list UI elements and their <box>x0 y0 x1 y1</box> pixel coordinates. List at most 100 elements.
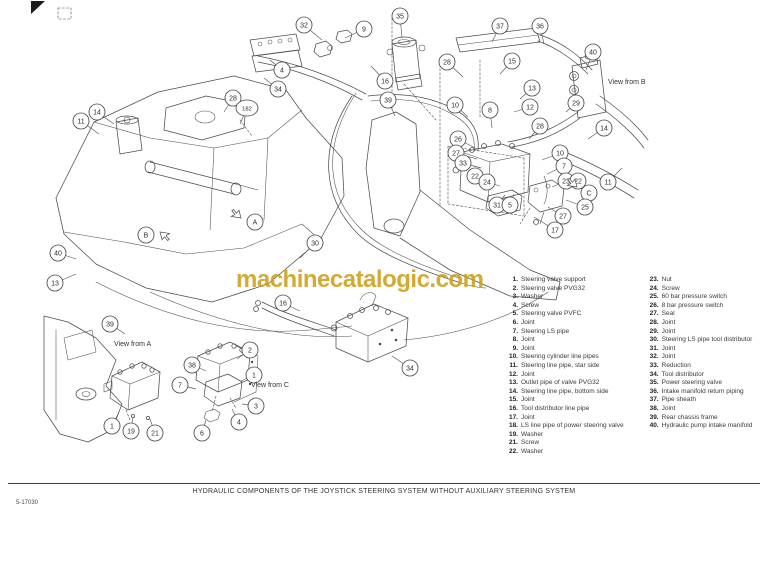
callout-label: 24 <box>483 179 491 186</box>
callout-label: 22 <box>574 178 582 185</box>
callout-leader-line <box>499 60 513 75</box>
callout-label: B <box>144 232 149 239</box>
part-description: Joint <box>661 327 676 335</box>
parts-list-item: 6.Joint <box>503 319 624 328</box>
part-description: Rear chassis frame <box>661 413 718 421</box>
pointer-arrow-icon <box>566 178 578 188</box>
callout-label: 182 <box>242 106 252 112</box>
callout-balloon-B <box>137 226 155 244</box>
part-number: 15. <box>508 396 518 404</box>
parts-list-item: 39.Rear chassis frame <box>642 414 753 423</box>
parts-list-item: 22.Washer <box>503 448 624 457</box>
callout-balloon-11 <box>599 173 617 191</box>
part-description: Joint <box>521 396 535 404</box>
callout-balloon-7 <box>171 376 189 394</box>
callout-balloon-40 <box>49 244 67 262</box>
callout-label: 14 <box>600 125 608 132</box>
parts-list-item: 9.Joint <box>503 345 624 354</box>
callout-leader-line <box>513 106 531 113</box>
callout-leader-line <box>509 193 515 206</box>
parts-list-item: 12.Joint <box>503 371 624 380</box>
part-description: Screw <box>521 439 540 447</box>
callout-leader-line <box>223 97 234 113</box>
callout-leader-line <box>111 411 120 427</box>
callout-label: 15 <box>508 58 516 65</box>
callout-label: 14 <box>93 109 101 116</box>
callout-balloon-22 <box>569 172 587 190</box>
callout-label: 4 <box>237 419 241 426</box>
part-description: LS line pipe of power steering valve <box>521 422 624 430</box>
callout-balloon-5 <box>501 196 519 214</box>
callout-balloon-19 <box>122 422 140 440</box>
callout-label: 8 <box>488 107 492 114</box>
callout-leader-line <box>387 99 396 117</box>
callout-leader-line <box>299 242 316 259</box>
callout-balloon-10 <box>551 144 569 162</box>
part-number: 21. <box>508 439 518 447</box>
callout-balloon-17 <box>546 221 564 239</box>
part-description: Tool distributor line pipe <box>521 404 590 412</box>
callout-leader-line <box>231 408 240 423</box>
machine-frame-art <box>55 75 561 341</box>
callout-balloon-3 <box>247 397 265 415</box>
view-c-assembly-art <box>195 341 259 423</box>
callout-balloon-14 <box>595 119 613 137</box>
parts-list-item: 32.Joint <box>642 353 753 362</box>
part-number: 26. <box>649 301 659 309</box>
callout-balloon-C <box>580 184 598 202</box>
callout-label: 21 <box>151 430 159 437</box>
part-description: Joint <box>661 318 676 326</box>
part-description: Steering cylinder line pipes <box>521 353 599 361</box>
callout-balloon-34 <box>269 80 287 98</box>
part-description: Seal <box>661 310 675 318</box>
callout-label: 35 <box>396 13 404 20</box>
callout-leader-line <box>399 15 403 39</box>
construction-lines-art <box>239 17 531 225</box>
parts-list-item: 13.Outlet pipe of valve PVG32 <box>503 379 624 388</box>
parts-list-item: 34.Tool distributor <box>642 371 753 380</box>
callout-balloon-1 <box>103 417 121 435</box>
parts-list-item: 26.8 bar pressure switch <box>642 302 753 311</box>
parts-list-item: 14.Steering line pipe, bottom side <box>503 388 624 397</box>
part-description: Nut <box>661 276 672 283</box>
callout-label: 7 <box>178 382 182 389</box>
callout-label: 13 <box>51 280 59 287</box>
callout-balloon-38 <box>183 356 201 374</box>
parts-list-item: 16.Tool distributor line pipe <box>503 405 624 414</box>
callout-leader-line <box>533 216 556 231</box>
callout-balloon-21 <box>146 424 164 442</box>
callout-label: 1 <box>110 423 114 430</box>
part-description: Steering valve PVFC <box>521 310 582 318</box>
part-description: Steering line pipe, bottom side <box>521 387 609 395</box>
callout-balloon-1 <box>245 366 263 384</box>
part-number: 23. <box>649 276 659 283</box>
part-number: 14. <box>508 387 518 395</box>
callout-label: A <box>253 219 258 226</box>
parts-list-item: 27.Seal <box>642 310 753 319</box>
callout-balloon-7 <box>555 157 573 175</box>
part-description: Hydraulic pump intake manifold <box>661 422 753 430</box>
callout-balloon-14 <box>88 103 106 121</box>
part-number: 33. <box>649 361 659 369</box>
part-number: 12. <box>508 370 518 378</box>
callout-balloon-182 <box>235 99 259 117</box>
callout-balloon-4 <box>230 413 248 431</box>
part-number: 30. <box>649 336 659 344</box>
callout-balloon-33 <box>454 154 472 172</box>
callout-balloon-2 <box>241 341 259 359</box>
callout-leader-line <box>57 252 77 260</box>
callout-leader-line <box>239 107 248 125</box>
callout-leader-line <box>491 25 501 43</box>
callout-leader-line <box>391 355 411 369</box>
callout-label: 13 <box>528 85 536 92</box>
figure-caption: HYDRAULIC COMPONENTS OF THE JOYSTICK STE… <box>192 488 576 495</box>
callout-label: 34 <box>406 365 414 372</box>
parts-list-item: 38.Joint <box>642 405 753 414</box>
callout-leader-line <box>474 175 492 181</box>
part-description: Reduction <box>661 361 691 369</box>
callout-balloon-40 <box>584 43 602 61</box>
view-from-c-label: View from C <box>251 382 289 389</box>
callout-label: 7 <box>562 163 566 170</box>
callout-label: 29 <box>572 100 580 107</box>
parts-list-item: 24.Screw <box>642 285 753 294</box>
